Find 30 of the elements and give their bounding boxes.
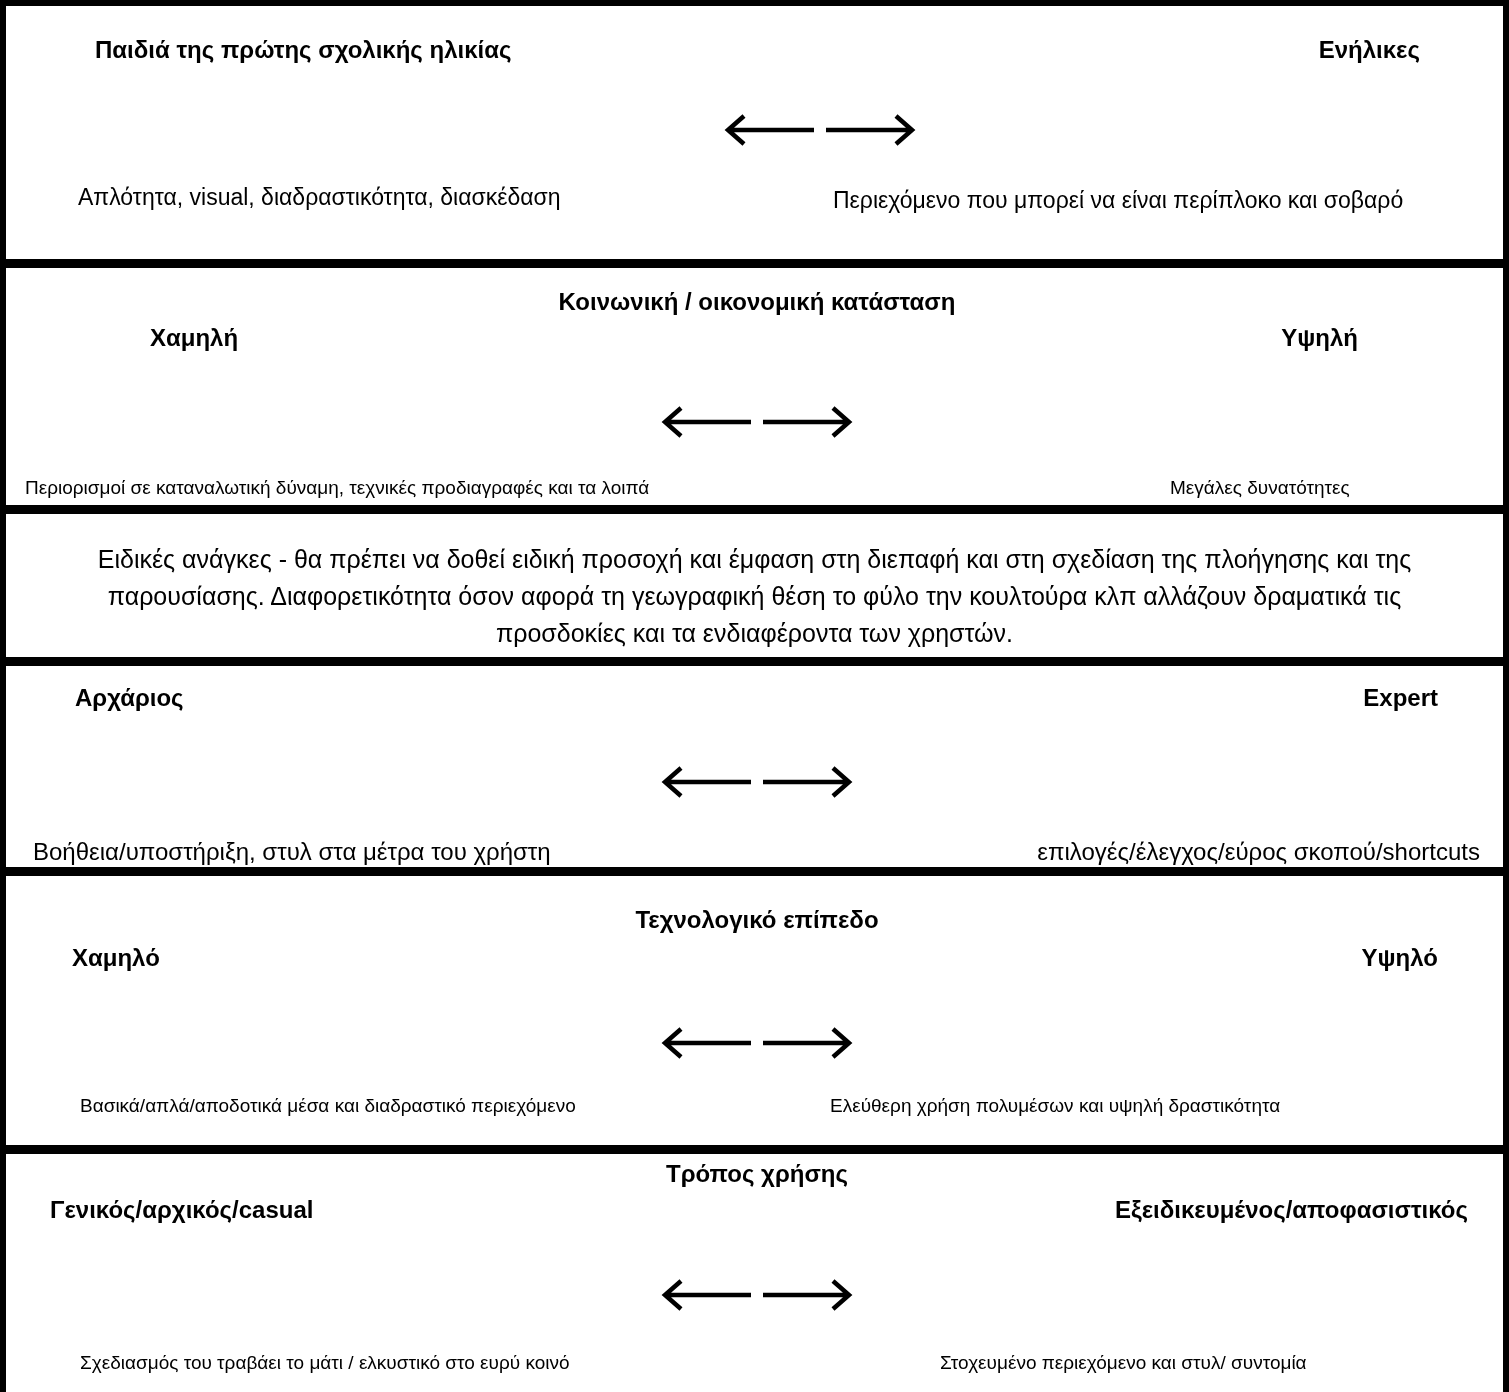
- group-heading: Υψηλή: [1281, 323, 1358, 353]
- band-panel: [0, 262, 1509, 511]
- description-text: Βασικά/απλά/αποδοτικά μέσα και διαδραστικό περιεχόμενο: [80, 1094, 576, 1118]
- group-heading: Αρχάριος: [75, 683, 184, 713]
- band-panel: [0, 1148, 1509, 1392]
- description-text: Περιεχόμενο που μπορεί να είναι περίπλοκο και σοβαρό: [832, 186, 1405, 216]
- band-title: Τεχνολογικό επίπεδο: [635, 905, 879, 935]
- description-text: Απλότητα, visual, διαδραστικότητα, διασκέδαση: [78, 184, 561, 212]
- group-heading: Ενήλικες: [1318, 35, 1420, 65]
- group-heading: Γενικός/αρχικός/casual: [50, 1195, 314, 1225]
- band-panel: [0, 870, 1509, 1151]
- description-text: επιλογές/έλεγχος/εύρος σκοπού/shortcuts: [1037, 837, 1480, 867]
- paragraph-text: Ειδικές ανάγκες - θα πρέπει να δοθεί ειδική προσοχή και έμφαση στη διεπαφή και στη σχεδίαση της πλοήγησης και της παρουσίασης. Διαφορετικότητα όσον αφορά τη γεωγραφική θέση το φύλο την κουλτούρα κλπ αλλάζουν δραματικά τις προσδοκίες και τα ενδιαφέροντα των χρηστών.: [96, 544, 1413, 649]
- group-heading: Υψηλό: [1361, 943, 1438, 973]
- band-panel: [0, 508, 1509, 663]
- group-heading: Εξειδικευμένος/αποφασιστικός: [1114, 1195, 1468, 1225]
- description-text: Μεγάλες δυνατότητες: [1170, 476, 1350, 500]
- band-title: Κοινωνική / οικονομική κατάσταση: [558, 287, 956, 317]
- band-panel: [0, 0, 1509, 265]
- description-text: Βοήθεια/υποστήριξη, στυλ στα μέτρα του χρήστη: [33, 837, 551, 867]
- band-title: Τρόπος χρήσης: [666, 1159, 848, 1189]
- description-text: Περιορισμοί σε καταναλωτική δύναμη, τεχνικές προδιαγραφές και τα λοιπά: [25, 476, 650, 500]
- description-text: Σχεδιασμός του τραβάει το μάτι / ελκυστικό στο ευρύ κοινό: [80, 1351, 570, 1375]
- group-heading: Expert: [1363, 683, 1438, 713]
- description-text: Στοχευμένο περιεχόμενο και στυλ/ συντομία: [940, 1351, 1307, 1375]
- band-panel: [0, 660, 1509, 873]
- description-text: Ελεύθερη χρήση πολυμέσων και υψηλή δραστικότητα: [830, 1094, 1281, 1118]
- group-heading: Χαμηλό: [72, 943, 160, 973]
- group-heading: Χαμηλή: [150, 323, 239, 353]
- group-heading: Παιδιά της πρώτης σχολικής ηλικίας: [95, 35, 512, 65]
